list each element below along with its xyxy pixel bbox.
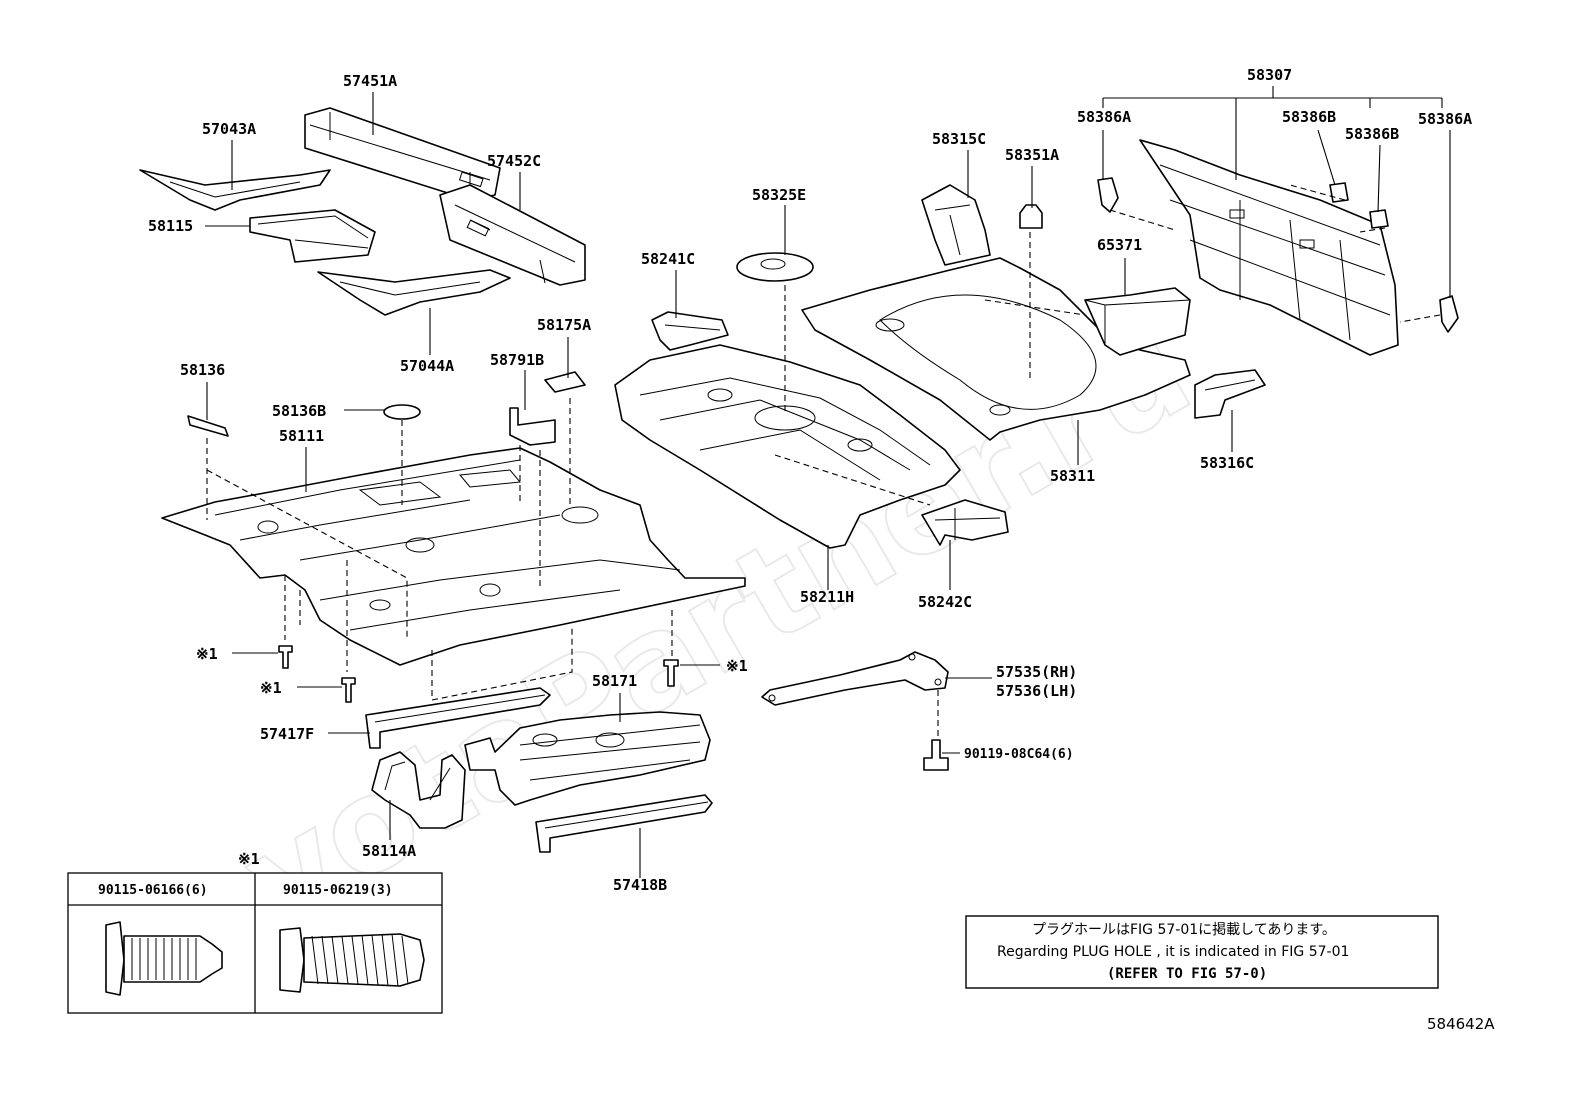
part-58311-shape	[801, 257, 1191, 441]
label-58171: 58171	[592, 672, 637, 690]
part-57043A-shape	[139, 169, 331, 211]
label-star1-a: ※1	[196, 645, 218, 663]
part-58386B-1-shape	[1329, 182, 1349, 203]
part-58115-shape	[249, 209, 376, 263]
bolt-table: 90115-06166(6) 90115-06219(3)	[67, 872, 443, 1014]
label-58136B: 58136B	[272, 402, 326, 420]
label-star1-c: ※1	[726, 657, 748, 675]
part-58307-shape	[1139, 139, 1399, 356]
label-58386A-left: 58386A	[1077, 108, 1131, 126]
label-58111: 58111	[279, 427, 324, 445]
label-57536-lh: 57536(LH)	[996, 682, 1077, 700]
part-58386A-left-shape	[1097, 177, 1119, 213]
bolt-90115-06166-illustration	[105, 921, 223, 996]
bolt-table-col1-header: 90115-06166(6)	[98, 883, 208, 898]
part-58791B-shape	[509, 407, 556, 446]
label-58386B-1: 58386B	[1282, 108, 1336, 126]
label-58241C: 58241C	[641, 250, 695, 268]
label-star1-table: ※1	[238, 850, 260, 868]
label-58211H: 58211H	[800, 588, 854, 606]
part-58136-shape	[187, 415, 229, 437]
label-58175A: 58175A	[537, 316, 591, 334]
label-58315C: 58315C	[932, 130, 986, 148]
label-57417F: 57417F	[260, 725, 314, 743]
label-58386B-2: 58386B	[1345, 125, 1399, 143]
bolt-90115-06219-illustration	[279, 927, 425, 993]
part-58325E-shape	[736, 252, 814, 282]
bolt-shape-1	[278, 645, 293, 669]
part-57535-57536-shape	[761, 651, 949, 706]
label-57451A: 57451A	[343, 72, 397, 90]
part-57418B-shape	[535, 794, 713, 853]
label-90119-08C64: 90119-08C64(6)	[964, 747, 1074, 762]
bolt-shape-3	[663, 659, 679, 687]
label-58386A-right: 58386A	[1418, 110, 1472, 128]
label-58114A: 58114A	[362, 842, 416, 860]
label-58791B: 58791B	[490, 351, 544, 369]
part-58316C-shape	[1194, 369, 1266, 419]
label-57418B: 57418B	[613, 876, 667, 894]
label-58316C: 58316C	[1200, 454, 1254, 472]
label-58242C: 58242C	[918, 593, 972, 611]
label-58307: 58307	[1247, 66, 1292, 84]
part-58171-shape	[464, 711, 711, 806]
figure-id: 584642A	[1427, 1015, 1495, 1033]
part-58386B-2-shape	[1369, 209, 1389, 229]
part-58386A-right-shape	[1439, 295, 1459, 333]
note-line-japanese: プラグホールはFIG 57-01に掲載してあります。	[1032, 922, 1336, 938]
part-65371-shape	[1084, 287, 1191, 356]
note-line-english: Regarding PLUG HOLE , it is indicated in…	[997, 944, 1349, 960]
bolt-90119-shape	[923, 739, 949, 771]
dashed-guides	[206, 184, 1441, 740]
part-58114A-shape	[371, 751, 466, 829]
label-57043A: 57043A	[202, 120, 256, 138]
leader-lines	[205, 86, 1451, 878]
part-57044A-shape	[317, 269, 511, 316]
part-58315C-shape	[921, 184, 991, 266]
label-58325E: 58325E	[752, 186, 806, 204]
part-57417F-shape	[365, 687, 551, 749]
label-57452C: 57452C	[487, 152, 541, 170]
bolt-table-col2-header: 90115-06219(3)	[283, 883, 393, 898]
label-65371: 65371	[1097, 236, 1142, 254]
label-57535-rh: 57535(RH)	[996, 663, 1077, 681]
label-58115: 58115	[148, 217, 193, 235]
label-57044A: 57044A	[400, 357, 454, 375]
part-58211H-shape	[614, 344, 961, 549]
part-57452C-shape	[439, 184, 586, 286]
part-57451A-shape	[304, 107, 501, 201]
note-box: プラグホールはFIG 57-01に掲載してあります。 Regarding PLU…	[965, 915, 1439, 989]
label-star1-b: ※1	[260, 679, 282, 697]
part-58175A-shape	[544, 371, 586, 393]
note-line-refer: (REFER TO FIG 57-0)	[1107, 966, 1267, 982]
bolt-shape-2	[341, 677, 356, 703]
label-58311: 58311	[1050, 467, 1095, 485]
part-58136B-shape	[383, 404, 421, 420]
part-58351A-shape	[1019, 204, 1043, 229]
part-58242C-shape	[921, 499, 1009, 546]
part-58241C-shape	[651, 311, 729, 351]
label-58136: 58136	[180, 361, 225, 379]
label-58351A: 58351A	[1005, 146, 1059, 164]
